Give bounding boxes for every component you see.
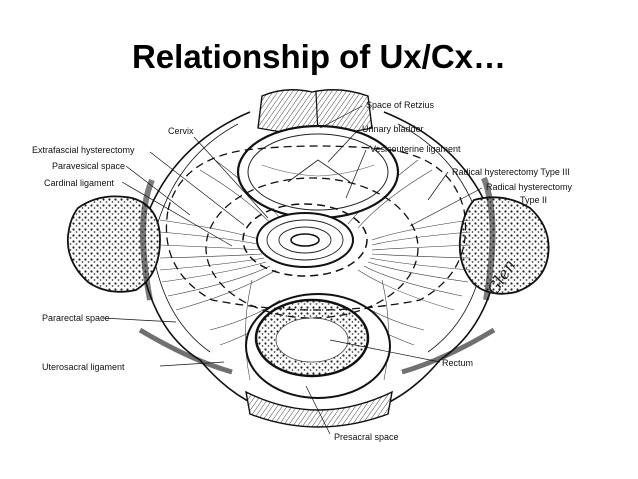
label-space-of-retzius: Space of Retzius (366, 100, 435, 110)
right-obturator-band (481, 176, 496, 301)
left-ischium (66, 195, 161, 293)
label-urinary-bladder: Urinary bladder (362, 124, 424, 134)
label-rectum: Rectum (442, 358, 473, 368)
label-radical-hysterectomy-type-ii: Radical hysterectomy (486, 182, 573, 192)
label-cardinal-ligament: Cardinal ligament (44, 178, 115, 188)
label-vesicouterine-ligament: Vesicouterine ligament (370, 144, 461, 154)
type-ii-boundary (205, 177, 419, 319)
label-radical-hysterectomy-type-iii: Radical hysterectomy Type III (452, 167, 570, 177)
label-presacral-space: Presacral space (334, 432, 399, 442)
sacrum (245, 390, 393, 428)
label-uterosacral-ligament: Uterosacral ligament (42, 362, 125, 372)
left-uterosacral-band (138, 327, 233, 375)
leader-lines (101, 105, 483, 435)
right-ischium (458, 196, 550, 295)
extrafascial-boundary (242, 203, 368, 277)
cervix (256, 212, 354, 268)
rectum (245, 293, 391, 399)
label-extrafascial-hysterectomy: Extrafascial hysterectomy (32, 145, 135, 155)
resection-boundaries (165, 145, 467, 319)
slide-title: Relationship of Ux/Cx… (131, 38, 507, 75)
left-obturator-band (140, 178, 155, 301)
label-paravesical-space: Paravesical space (52, 161, 125, 171)
right-uterosacral-band (401, 327, 496, 375)
label-pararectal-space: Pararectal space (42, 313, 110, 323)
label-radical-hysterectomy-type-ii-sub: Type II (520, 195, 547, 205)
label-cervix: Cervix (168, 126, 194, 136)
type-iii-boundary (165, 145, 467, 311)
